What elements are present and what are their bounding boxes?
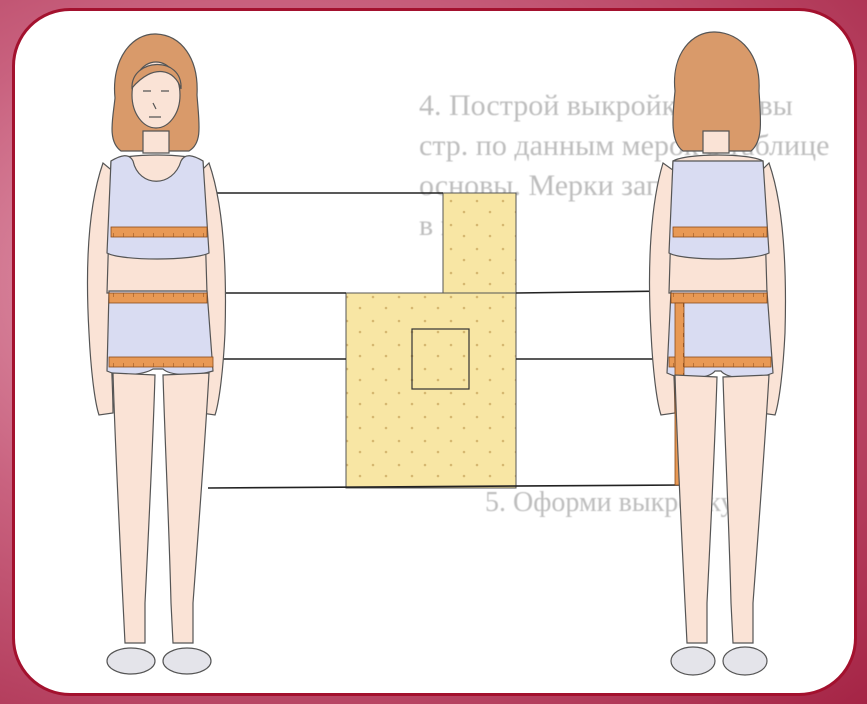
front-right-leg xyxy=(163,373,209,643)
back-chest-tape xyxy=(673,227,767,237)
measurement-diagram xyxy=(15,11,857,696)
diagram-card: 4. Построй выкройку основы стр. по данны… xyxy=(12,8,857,696)
front-hip-tape xyxy=(109,357,213,367)
front-left-leg xyxy=(113,373,155,643)
back-crop-top xyxy=(669,161,769,259)
pattern-piece-main xyxy=(346,293,516,488)
front-chest-tape xyxy=(111,227,207,237)
back-waist-tape xyxy=(671,293,767,303)
back-right-shoe xyxy=(723,647,767,675)
pattern-pieces xyxy=(346,193,516,488)
back-figure xyxy=(650,32,786,675)
front-figure xyxy=(88,34,226,674)
front-left-shoe xyxy=(107,648,155,674)
back-left-shoe xyxy=(671,647,715,675)
front-waist-tape xyxy=(109,293,207,303)
pattern-piece-top xyxy=(443,193,516,293)
front-right-shoe xyxy=(163,648,211,674)
